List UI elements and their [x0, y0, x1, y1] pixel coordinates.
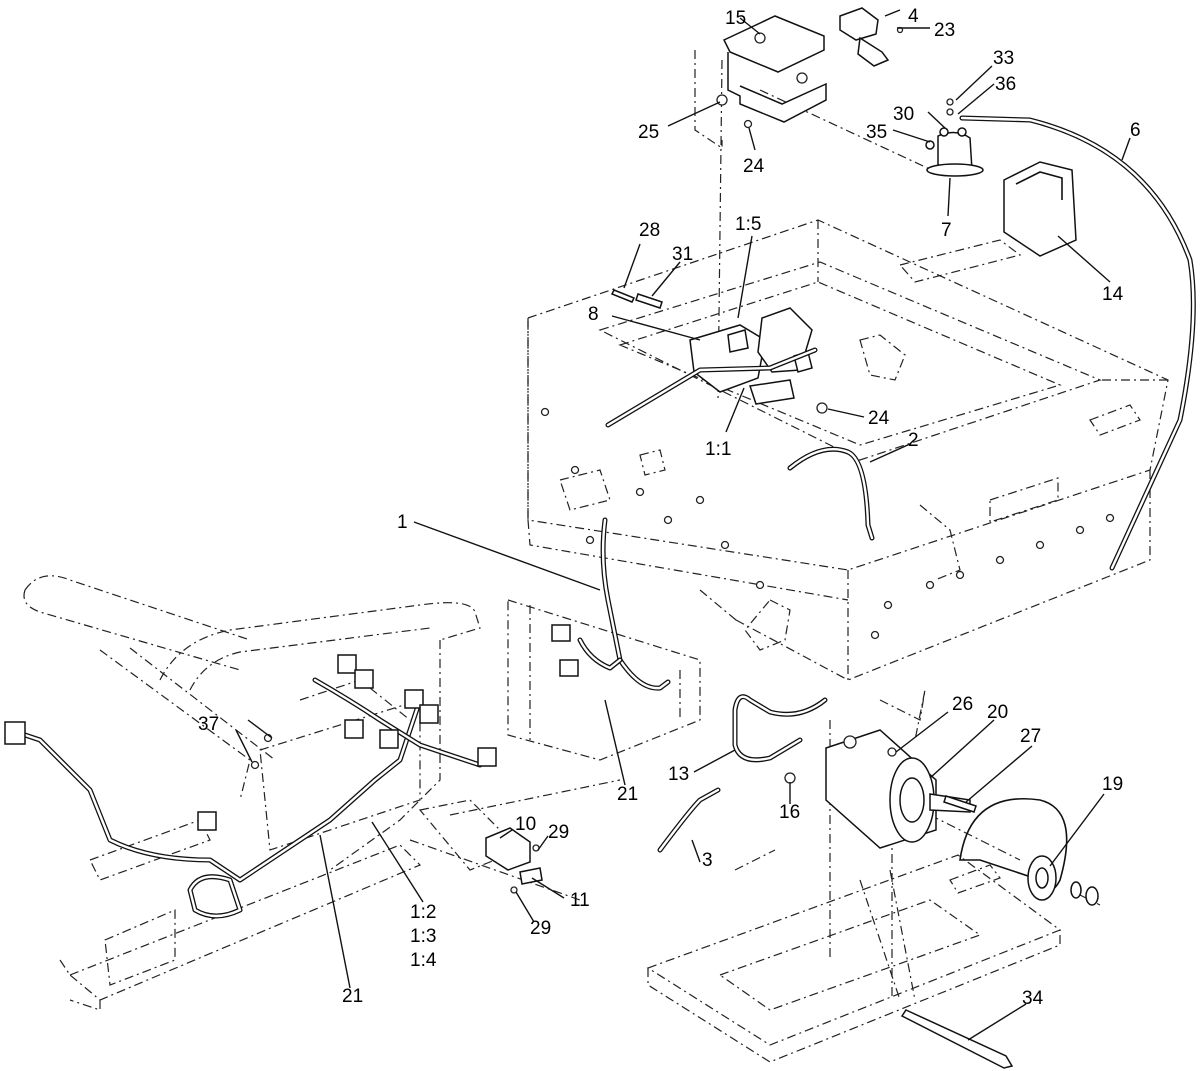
callout-24b: 24: [868, 408, 890, 429]
terminal-cover: [1003, 161, 1077, 257]
relay: [839, 7, 904, 67]
callout-labels: 15 4 23 33 36 30 35 6 25 24 7 14 28 31 1…: [198, 6, 1141, 1009]
callout-1-4: 1:4: [410, 950, 437, 971]
callout-4: 4: [908, 6, 919, 27]
washer-24: [743, 119, 753, 129]
callout-21b: 21: [342, 986, 363, 1007]
lower-plate: [646, 854, 1062, 1063]
starter-motor: [784, 729, 971, 849]
switch: [485, 827, 543, 894]
callout-6: 6: [1130, 120, 1141, 141]
mounting-bracket: [722, 15, 827, 123]
callout-36: 36: [995, 74, 1016, 95]
left-harness-connectors: [4, 654, 497, 831]
callout-23: 23: [934, 20, 955, 41]
callout-10: 10: [515, 814, 536, 835]
callout-1-2: 1:2: [410, 902, 436, 923]
callout-7: 7: [941, 220, 952, 241]
ground-wire: [787, 446, 875, 541]
callout-30: 30: [893, 104, 914, 125]
callout-19: 19: [1102, 774, 1123, 795]
callout-2: 2: [908, 430, 919, 451]
fasteners-28-31: [610, 289, 663, 309]
callout-13: 13: [668, 764, 689, 785]
left-subframe: [23, 575, 701, 1011]
callout-3: 3: [702, 850, 713, 871]
callout-25: 25: [638, 122, 659, 143]
battery-cable: [959, 115, 1196, 571]
ground-cable: [657, 787, 721, 853]
callout-34: 34: [1022, 988, 1044, 1009]
harness-bracket: [689, 307, 813, 405]
callout-29b: 29: [530, 918, 551, 939]
callout-20: 20: [987, 702, 1008, 723]
callout-28: 28: [639, 220, 660, 241]
callout-24a: 24: [743, 156, 765, 177]
bolt-27: [943, 795, 977, 813]
callout-1-3: 1:3: [410, 926, 436, 947]
callout-1: 1: [397, 512, 408, 533]
leader-lines: [235, 9, 1131, 1041]
callout-14: 14: [1102, 284, 1124, 305]
callout-29a: 29: [548, 822, 569, 843]
callout-27: 27: [1020, 726, 1041, 747]
callout-11: 11: [570, 890, 590, 911]
callout-37: 37: [198, 714, 219, 735]
callout-1-5: 1:5: [735, 214, 761, 235]
callout-33: 33: [993, 48, 1014, 69]
callout-15: 15: [725, 8, 746, 29]
callout-31: 31: [672, 244, 693, 265]
harness-connectors: [551, 624, 579, 677]
nut-24: [816, 402, 828, 414]
pulley: [1027, 855, 1099, 906]
bolt-34: [900, 1009, 1014, 1069]
callout-8: 8: [588, 304, 599, 325]
frame-holes: [540, 407, 1115, 640]
solenoid: [925, 98, 984, 177]
screws-37: [250, 733, 273, 770]
main-frame: [527, 219, 1169, 681]
callout-21a: 21: [617, 784, 638, 805]
callout-1-1: 1:1: [705, 439, 731, 460]
callout-26: 26: [952, 694, 973, 715]
callout-35: 35: [866, 122, 887, 143]
callout-16: 16: [779, 802, 800, 823]
nut-25: [716, 94, 728, 106]
positive-cable: [732, 694, 828, 763]
